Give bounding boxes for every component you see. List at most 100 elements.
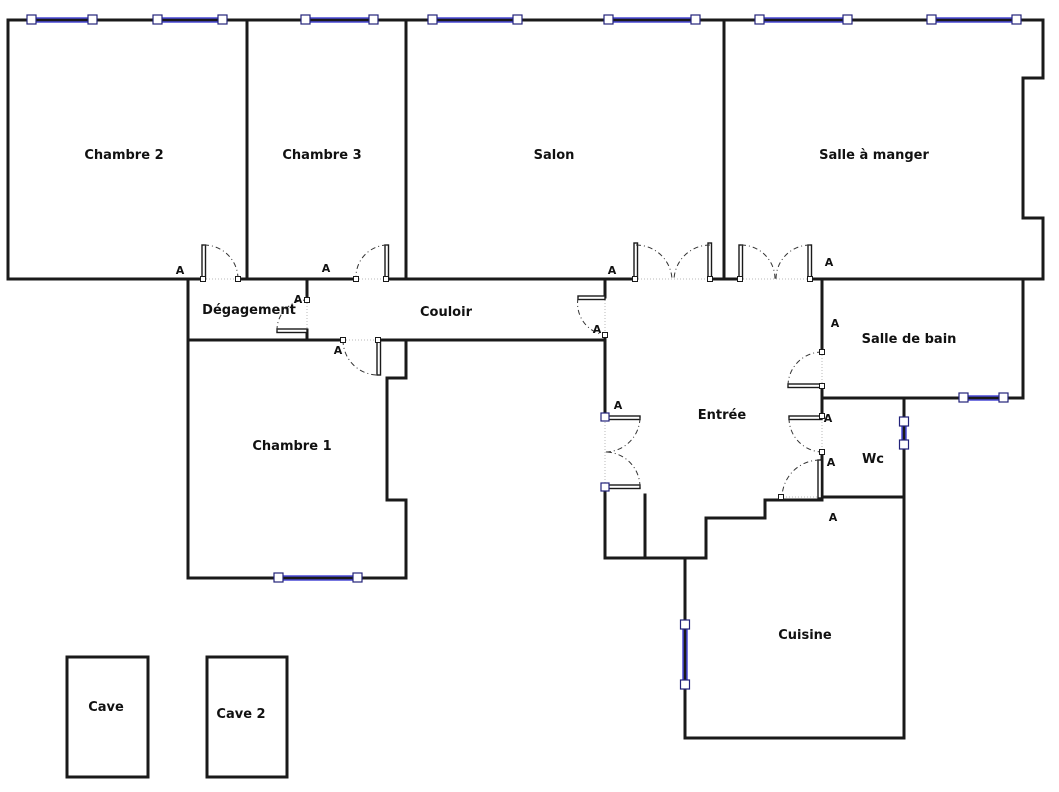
window-chambre2-a bbox=[26, 14, 98, 25]
rect bbox=[633, 242, 639, 280]
path bbox=[577, 297, 606, 336]
room-label-chambre3: Chambre 3 bbox=[282, 148, 361, 163]
rect bbox=[898, 439, 910, 450]
room-label-couloir: Couloir bbox=[420, 305, 473, 320]
rect bbox=[679, 679, 691, 690]
rect bbox=[368, 14, 379, 25]
wall-cave2 bbox=[205, 655, 289, 779]
rect bbox=[200, 276, 206, 282]
rect bbox=[427, 14, 438, 25]
window-chambre2-b bbox=[152, 14, 228, 25]
wall-salle-de-bain bbox=[820, 277, 1025, 400]
rect bbox=[778, 494, 784, 500]
rect bbox=[300, 14, 311, 25]
rect bbox=[998, 392, 1009, 403]
rect bbox=[376, 339, 382, 376]
rect bbox=[304, 297, 310, 303]
door-chambre2[interactable] bbox=[200, 244, 241, 282]
door-marker: A bbox=[827, 456, 836, 469]
room-label-cave: Cave bbox=[88, 700, 124, 715]
window-wc bbox=[898, 416, 910, 450]
rect bbox=[512, 14, 523, 25]
rect bbox=[353, 276, 359, 282]
rect bbox=[819, 449, 825, 455]
rect bbox=[926, 14, 937, 25]
window-chambre1 bbox=[273, 572, 363, 583]
door-entree-left[interactable] bbox=[600, 412, 641, 492]
window-salon-b bbox=[603, 14, 701, 25]
door-marker: A bbox=[294, 293, 303, 306]
rect bbox=[842, 14, 853, 25]
door-marker: A bbox=[593, 323, 602, 336]
rect bbox=[788, 415, 823, 421]
rect bbox=[898, 416, 910, 427]
rect bbox=[1011, 14, 1022, 25]
rect bbox=[807, 244, 813, 280]
door-marker: A bbox=[829, 511, 838, 524]
room-label-degagement: Dégagement bbox=[202, 303, 296, 318]
rect bbox=[754, 14, 765, 25]
door-chambre3[interactable] bbox=[353, 244, 390, 282]
door-salon[interactable] bbox=[632, 242, 713, 282]
walls bbox=[6, 18, 1045, 779]
rect bbox=[817, 459, 823, 499]
room-label-wc: Wc bbox=[862, 452, 884, 467]
rect bbox=[819, 413, 825, 419]
door-degagement[interactable] bbox=[276, 297, 310, 334]
wall-cuisine bbox=[683, 556, 906, 740]
rect bbox=[383, 276, 389, 282]
door-markers: A A A A A A A A A A A A bbox=[176, 256, 840, 524]
room-label-entree: Entrée bbox=[698, 408, 747, 423]
door-salle-de-bain[interactable] bbox=[787, 349, 825, 389]
window-salle-a-manger-b bbox=[926, 14, 1022, 25]
rect bbox=[26, 14, 37, 25]
rect bbox=[604, 484, 641, 490]
rect bbox=[152, 14, 163, 25]
room-label-cuisine: Cuisine bbox=[778, 628, 832, 643]
room-label-chambre2: Chambre 2 bbox=[84, 148, 163, 163]
door-wc[interactable] bbox=[788, 413, 825, 455]
rect bbox=[807, 276, 813, 282]
room-label-salle-a-manger: Salle à manger bbox=[819, 148, 929, 163]
window-salon-a bbox=[427, 14, 523, 25]
rect bbox=[738, 244, 744, 280]
rect bbox=[958, 392, 969, 403]
door-marker: A bbox=[831, 317, 840, 330]
window-salle-a-manger-a bbox=[754, 14, 853, 25]
rect bbox=[707, 242, 713, 280]
wall-chambre1 bbox=[186, 338, 408, 580]
window-cuisine bbox=[679, 619, 691, 690]
wall-cave bbox=[65, 655, 150, 779]
door-marker: A bbox=[176, 264, 185, 277]
rect bbox=[690, 14, 701, 25]
rect bbox=[384, 244, 390, 280]
rect bbox=[276, 328, 308, 334]
door-marker: A bbox=[825, 256, 834, 269]
rect bbox=[819, 349, 825, 355]
rect bbox=[787, 383, 823, 389]
door-marker: A bbox=[322, 262, 331, 275]
door-salle-a-manger[interactable] bbox=[737, 244, 813, 282]
door-marker: A bbox=[608, 264, 617, 277]
rect bbox=[604, 415, 641, 421]
path bbox=[342, 339, 379, 376]
room-label-salle-de-bain: Salle de bain bbox=[862, 332, 957, 347]
door-cuisine[interactable] bbox=[778, 459, 823, 500]
rect bbox=[201, 244, 207, 280]
rect bbox=[273, 572, 284, 583]
wall-right-salle-a-manger bbox=[1021, 18, 1045, 281]
path bbox=[604, 451, 641, 488]
rect bbox=[602, 332, 608, 338]
path bbox=[635, 244, 673, 280]
wall-entree-bottom bbox=[603, 498, 824, 560]
room-label-salon: Salon bbox=[534, 148, 575, 163]
path bbox=[740, 244, 776, 280]
rect bbox=[819, 383, 825, 389]
rect bbox=[600, 482, 610, 492]
door-chambre1[interactable] bbox=[340, 337, 382, 376]
rect bbox=[87, 14, 98, 25]
window-chambre3 bbox=[300, 14, 379, 25]
door-couloir-entree[interactable] bbox=[577, 295, 608, 338]
rect bbox=[340, 337, 346, 343]
